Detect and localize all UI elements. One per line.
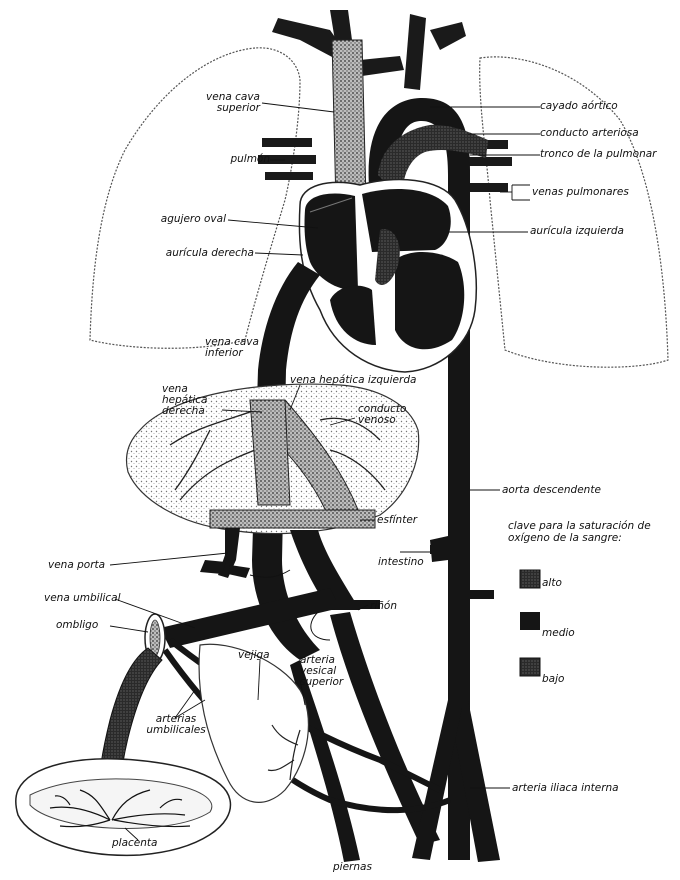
- label-tronco-pulmonar: tronco de la pulmonar: [540, 149, 657, 160]
- heart: [299, 180, 476, 372]
- label-auricula-derecha: aurícula derecha: [130, 248, 254, 259]
- label-vena-hepatica-derecha: vena hepática derecha: [162, 384, 222, 417]
- legend-label-alto: alto: [542, 578, 562, 589]
- legend-swatch-bajo: [520, 658, 540, 676]
- legend-swatch-alto: [520, 570, 540, 588]
- label-piernas: piernas: [333, 862, 372, 873]
- portal-bar: [210, 510, 375, 528]
- label-arteria-iliaca-interna: arteria iliaca interna: [512, 783, 619, 794]
- neck-vessels: [272, 10, 466, 90]
- legend-label-medio: medio: [542, 628, 575, 639]
- label-arterias-umbilicales: arterias umbilicales: [140, 714, 212, 736]
- label-venas-pulmonares: venas pulmonares: [532, 187, 629, 198]
- label-vena-cava-superior: vena cava superior: [180, 92, 260, 114]
- label-placenta: placenta: [112, 838, 157, 849]
- label-rinon: riñón: [370, 601, 397, 612]
- label-vejiga: vejiga: [238, 650, 270, 661]
- label-aorta-descendente: aorta descendente: [502, 485, 601, 496]
- label-agujero-oval: agujero oval: [140, 214, 226, 225]
- label-pulmon: pulmón: [215, 154, 270, 165]
- label-arteria-vesical-superior: arteria vesical superior: [300, 655, 360, 688]
- legend-swatch-medio: [520, 612, 540, 630]
- label-cayado-aortico: cayado aórtico: [540, 101, 618, 112]
- label-vena-porta: vena porta: [48, 560, 105, 571]
- legend-title: clave para la saturación de oxígeno de l…: [508, 520, 668, 544]
- label-conducto-arterioso: conducto arteriosa: [540, 128, 639, 139]
- label-vena-hepatica-izquierda: vena hepática izquierda: [290, 375, 416, 386]
- label-vena-umbilical: vena umbilical: [44, 593, 121, 604]
- label-vena-cava-inferior: vena cava inferior: [205, 337, 261, 359]
- legend-swatches: [520, 570, 540, 676]
- intestine-branch: [430, 536, 448, 562]
- label-conducto-venoso: conducto venoso: [358, 404, 416, 426]
- legend-label-bajo: bajo: [542, 674, 564, 685]
- label-ombligo: ombligo: [56, 620, 98, 631]
- label-auricula-izquierda: aurícula izquierda: [530, 226, 624, 237]
- superior-vena-cava: [332, 40, 366, 205]
- label-intestino: intestino: [378, 557, 424, 568]
- label-esfinter: esfínter: [377, 515, 417, 526]
